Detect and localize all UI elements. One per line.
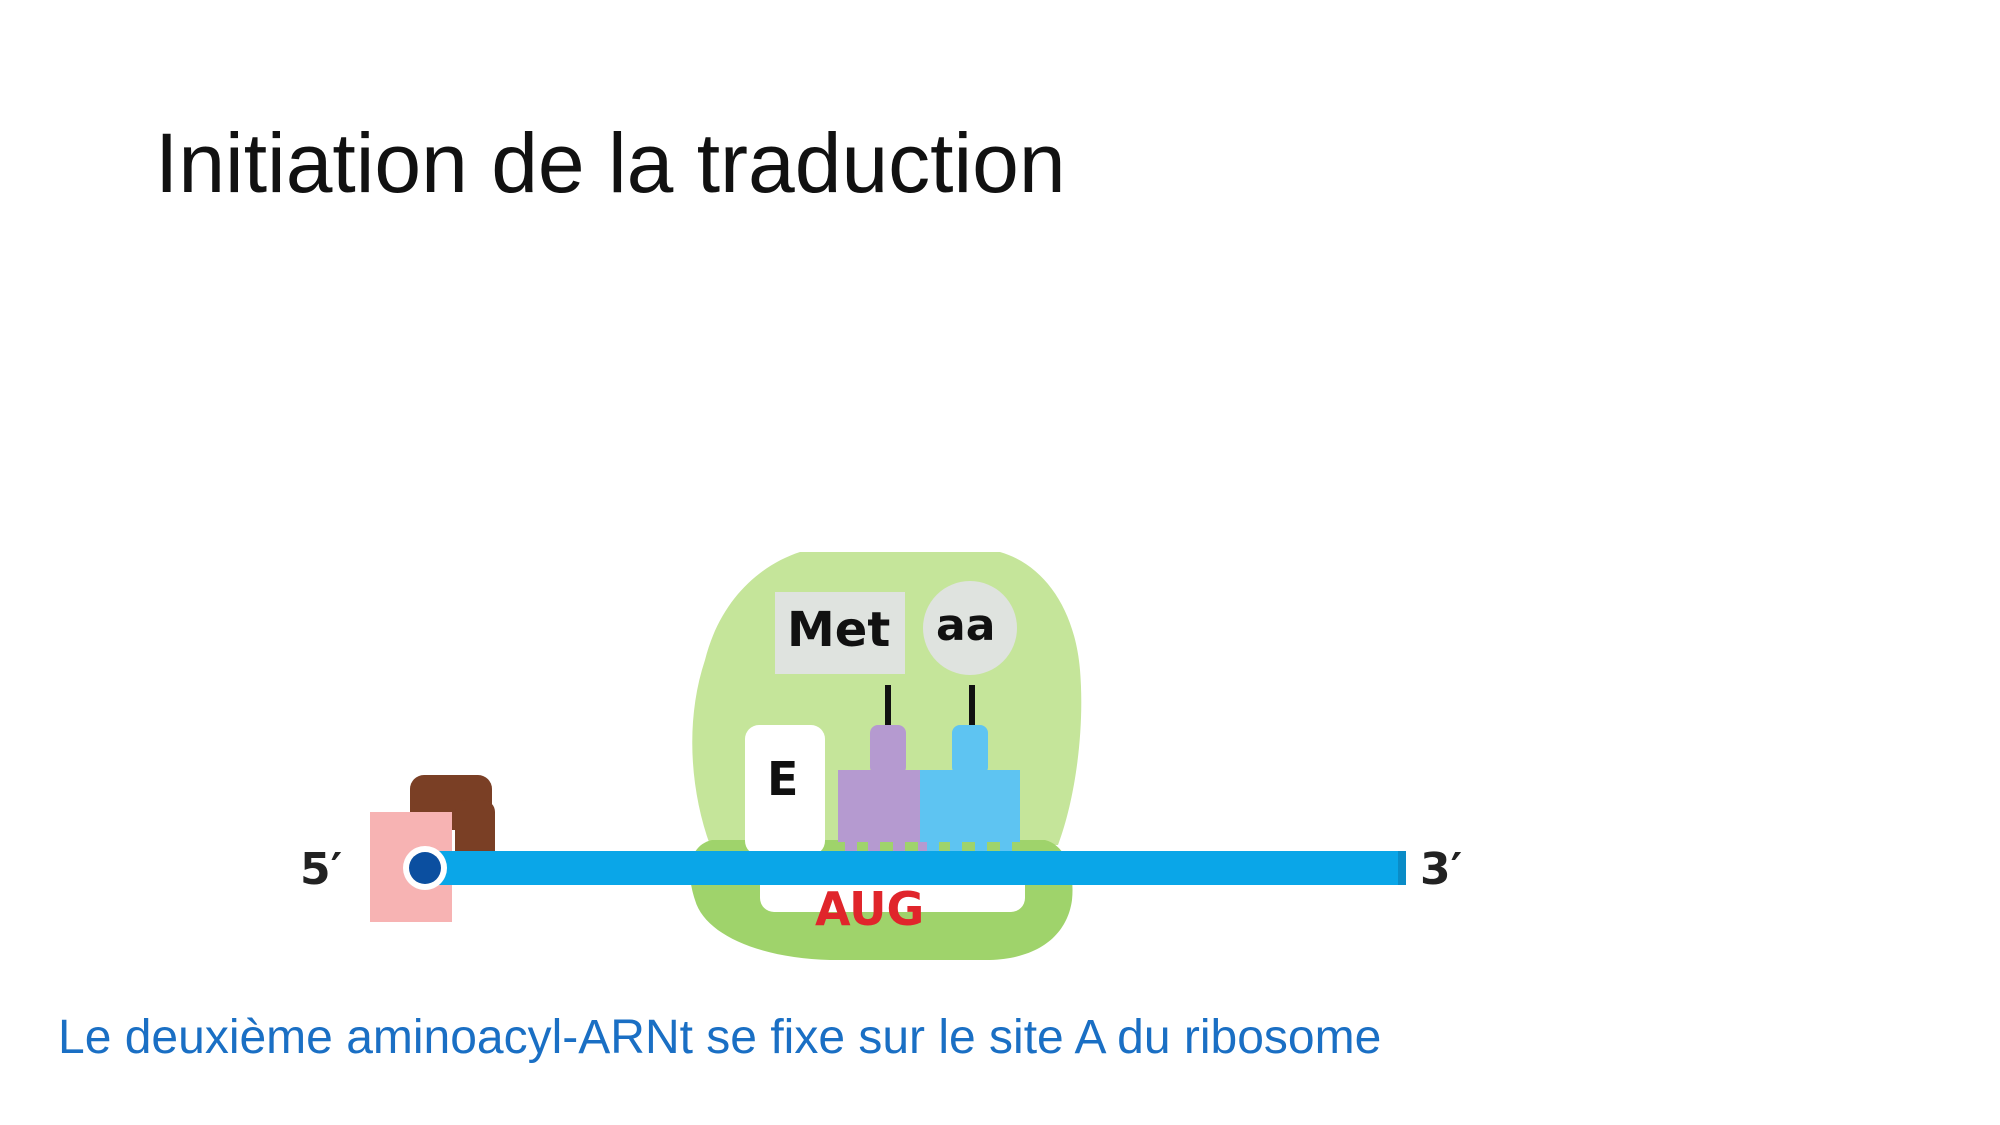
mrna-end-cap [1398, 851, 1406, 885]
slide-title: Initiation de la traduction [155, 116, 1066, 210]
three-prime-label: 3′ [1420, 844, 1462, 895]
trna-aa [920, 725, 1020, 852]
site-e-label: E [767, 752, 798, 806]
site-e-slot [745, 725, 825, 855]
met-box [775, 592, 905, 674]
slide-caption: Le deuxième aminoacyl-ARNt se fixe sur l… [58, 1011, 1382, 1064]
mrna-strand [420, 851, 1405, 885]
met-label: Met [787, 602, 890, 658]
mrna-5-cap [409, 852, 441, 884]
aa-label: aa [936, 600, 995, 651]
codon-label: AUG [815, 882, 924, 936]
five-prime-label: 5′ [300, 844, 342, 895]
aa-circle [923, 581, 1017, 675]
trna-met [838, 725, 938, 852]
